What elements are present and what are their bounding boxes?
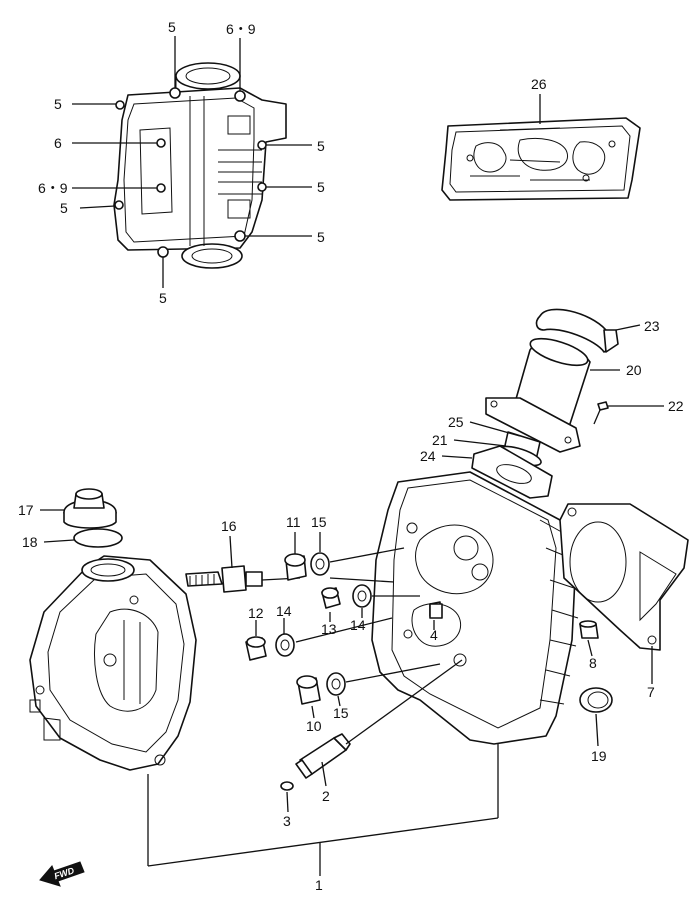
washer-lower-2 <box>326 672 346 696</box>
callout-7: 7 <box>647 684 655 700</box>
callout-8: 8 <box>589 655 597 671</box>
washer-lower <box>275 633 295 657</box>
gasket-set-bag <box>441 94 641 201</box>
callout-22: 22 <box>668 398 684 414</box>
callout-2: 2 <box>322 788 330 804</box>
head-gasket <box>559 503 689 651</box>
washer-upper <box>310 552 330 576</box>
callout-5-right-lower: 5 <box>317 229 325 245</box>
head-top-view <box>113 62 287 269</box>
washer-middle <box>352 584 372 608</box>
callout-5-right-middle: 5 <box>317 179 325 195</box>
o-ring <box>73 528 123 548</box>
callout-25: 25 <box>448 414 464 430</box>
callout-26: 26 <box>531 76 547 92</box>
callout-24: 24 <box>420 448 436 464</box>
valve-guide <box>295 659 463 779</box>
callout-14-left: 14 <box>276 603 292 619</box>
fwd-arrow: FWD <box>39 861 85 887</box>
cap-nut-lower <box>296 675 321 705</box>
intake-leaders <box>441 324 664 459</box>
callout-6-9-left: 6・9 <box>38 180 68 196</box>
callout-labels: 5 6・9 5 6 6・9 5 5 5 5 5 26 23 20 22 25 2… <box>18 19 684 893</box>
head-top-leaders <box>72 36 312 288</box>
nut-middle <box>321 587 341 609</box>
callout-18: 18 <box>22 534 38 550</box>
callout-20: 20 <box>626 362 642 378</box>
callout-6: 6 <box>54 135 62 151</box>
stud-bolt <box>429 603 443 619</box>
callout-13: 13 <box>321 621 337 637</box>
callout-5-bottom: 5 <box>159 290 167 306</box>
callout-21: 21 <box>432 432 448 448</box>
callout-4: 4 <box>430 627 438 643</box>
callout-19: 19 <box>591 748 607 764</box>
callout-5-left-lower: 5 <box>60 200 68 216</box>
cap-nut-upper <box>284 553 307 581</box>
circlip <box>280 781 294 791</box>
oil-filler-cap <box>63 488 117 529</box>
assembly-bracket <box>147 744 499 876</box>
callout-1: 1 <box>315 877 323 893</box>
callout-16: 16 <box>221 518 237 534</box>
callout-10: 10 <box>306 718 322 734</box>
callout-15-upper: 15 <box>311 514 327 530</box>
cylinder-head-cover <box>29 555 197 771</box>
callout-12: 12 <box>248 605 264 621</box>
callout-14-right: 14 <box>350 617 366 633</box>
callout-5-top-left: 5 <box>168 19 176 35</box>
nut-lower <box>245 636 267 661</box>
callout-23: 23 <box>644 318 660 334</box>
callout-17: 17 <box>18 502 34 518</box>
plug-cap <box>579 687 613 713</box>
callout-11: 11 <box>286 514 301 530</box>
callout-3: 3 <box>283 813 291 829</box>
part-leaders <box>40 509 653 813</box>
dowel-pin <box>579 620 599 639</box>
callout-15-lower: 15 <box>333 705 349 721</box>
intake-pipe-assembly <box>471 308 619 499</box>
callout-5-right-upper: 5 <box>317 138 325 154</box>
callout-6-9-top: 6・9 <box>226 21 256 37</box>
callout-5-left-upper: 5 <box>54 96 62 112</box>
spark-plug <box>185 565 301 593</box>
